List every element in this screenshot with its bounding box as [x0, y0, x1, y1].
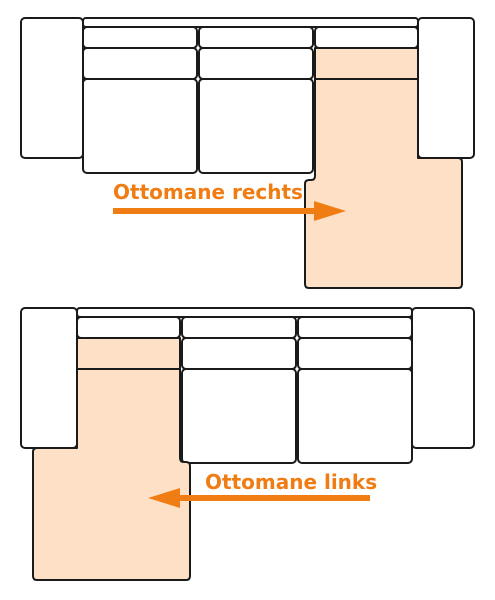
arrow-left-icon	[148, 488, 370, 508]
sofa-ottomane-links: Ottomane links	[20, 307, 475, 581]
seat-back-3	[181, 337, 297, 370]
arrow-right-icon	[113, 201, 346, 221]
back-cushion-2	[198, 26, 314, 49]
seat-4	[297, 368, 413, 464]
back-rail-2	[76, 307, 413, 318]
seat-3	[181, 368, 297, 464]
seat-back-4	[297, 337, 413, 370]
back-cushion-3	[314, 26, 419, 49]
left-armrest	[20, 17, 84, 159]
back-cushion-5	[181, 316, 297, 339]
back-rail	[82, 17, 419, 28]
right-armrest	[417, 17, 475, 159]
right-armrest-2	[411, 307, 475, 449]
chaise-longue-left	[32, 337, 191, 581]
back-cushion-4	[76, 316, 181, 339]
back-cushion-1	[82, 26, 198, 49]
seat-2	[198, 78, 314, 174]
label-ottomane-rechts: Ottomane rechts	[113, 180, 303, 204]
left-armrest-2	[20, 307, 78, 449]
back-cushion-6	[297, 316, 413, 339]
sofa-ottomane-rechts: Ottomane rechts	[20, 17, 475, 289]
chaise-longue-right	[304, 47, 463, 289]
label-ottomane-links: Ottomane links	[205, 470, 377, 494]
seat-1	[82, 78, 198, 174]
seat-back-1	[82, 47, 198, 80]
seat-back-2	[198, 47, 314, 80]
